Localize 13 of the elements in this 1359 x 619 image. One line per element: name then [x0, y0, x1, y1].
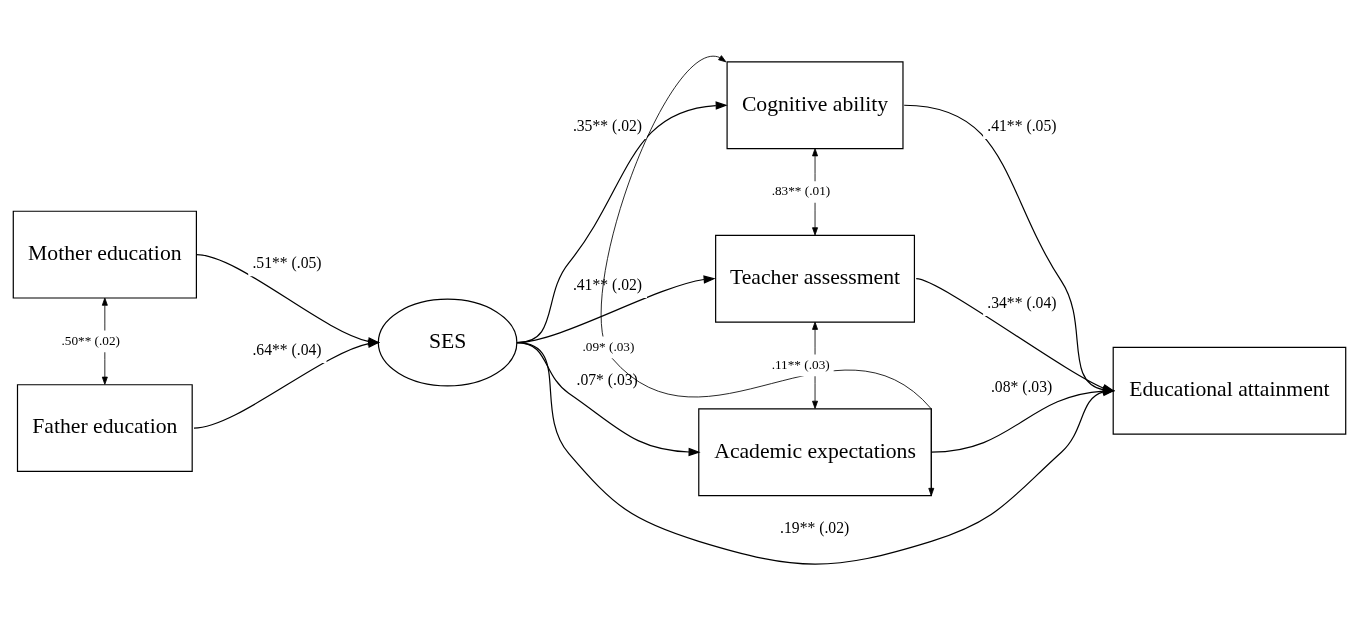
edge-label: .09* (.03): [582, 338, 635, 354]
edge-label: .34** (.04): [987, 293, 1057, 311]
edge-label: .08* (.03): [990, 377, 1053, 395]
edge-label: .41** (.05): [987, 116, 1057, 134]
edge-label: .19** (.02): [780, 518, 850, 536]
edge-label: .35** (.02): [572, 116, 643, 134]
edge-label: .41** (.02): [572, 275, 643, 293]
edge-label: .11** (.03): [771, 356, 830, 372]
edge-label: .07* (.03): [576, 370, 638, 388]
edge-label: .51** (.05): [252, 253, 322, 271]
edge-label: .64** (.04): [252, 340, 322, 358]
edge-label: .83** (.01): [771, 182, 831, 198]
edge-label: .50** (.02): [61, 332, 120, 348]
